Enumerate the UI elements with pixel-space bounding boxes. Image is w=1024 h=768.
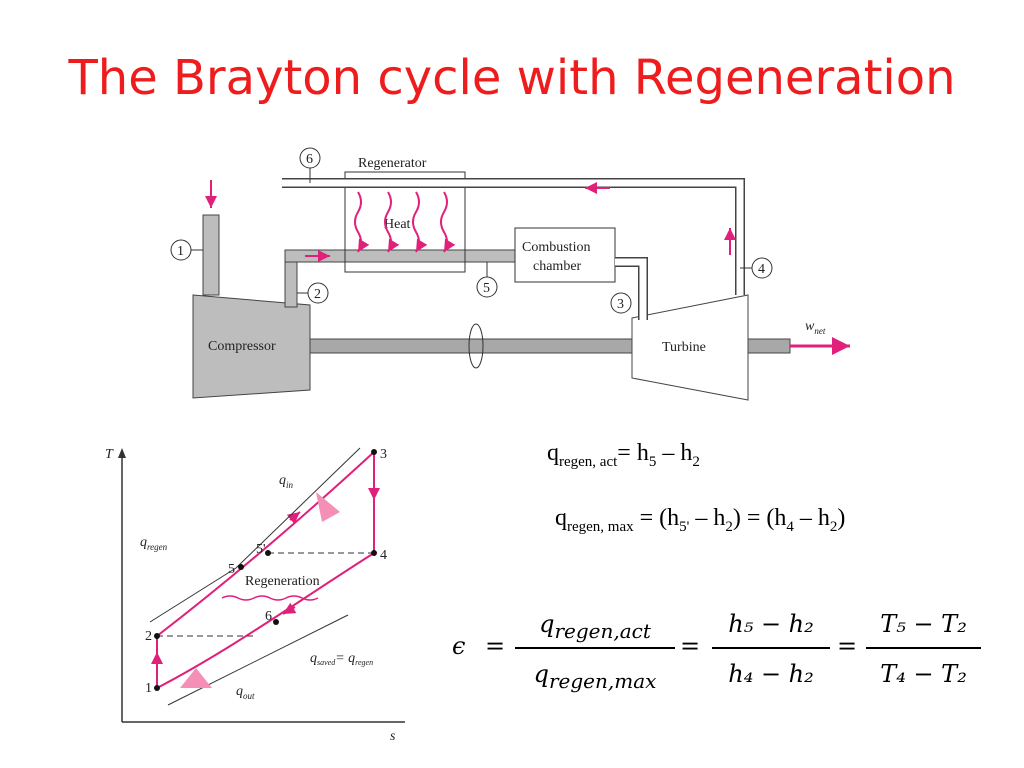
- axis-s-label: s: [390, 729, 396, 744]
- state-marker-4: 4: [740, 257, 773, 279]
- svg-text:2: 2: [314, 287, 321, 302]
- point-3-label: 3: [380, 447, 387, 462]
- equals-3: =: [837, 632, 858, 660]
- axis-t-label: T: [105, 447, 114, 462]
- frac2-bar: [712, 647, 830, 649]
- compressor-label: Compressor: [208, 339, 276, 354]
- point-5prime-label: 5': [256, 542, 266, 557]
- regenerator-label: Regenerator: [358, 156, 427, 171]
- combustion-label-1: Combustion: [522, 240, 590, 255]
- frac1-numerator: qregen,act: [539, 610, 651, 643]
- equals-2: =: [680, 632, 701, 660]
- frac3-numerator: T₅ − T₂: [880, 610, 967, 638]
- combustion-label-2: chamber: [533, 259, 582, 274]
- point-1-label: 1: [145, 681, 152, 696]
- point-2-label: 2: [145, 629, 152, 644]
- point-4-label: 4: [380, 548, 387, 563]
- frac2-numerator: h₅ − h₂: [728, 610, 814, 638]
- eq-regen-max: qregen, max = (h5' – h2) = (h4 – h2): [555, 505, 846, 535]
- frac3-bar: [866, 647, 981, 649]
- svg-text:1: 1: [177, 244, 184, 259]
- regeneration-label: Regeneration: [245, 574, 320, 589]
- state-marker-6: 6: [299, 147, 321, 183]
- point-5-label: 5: [228, 562, 235, 577]
- combustion-chamber: [514, 227, 616, 283]
- page-title: The Brayton cycle with Regeneration: [68, 50, 956, 106]
- point-6-label: 6: [265, 609, 272, 624]
- inlet-duct: [202, 214, 220, 296]
- compressor: [192, 294, 311, 399]
- state-marker-2: 2: [297, 282, 329, 304]
- q-out-label: qout: [236, 684, 255, 701]
- regenerator: [344, 171, 466, 273]
- svg-text:4: 4: [758, 262, 765, 277]
- frac1-bar: [515, 647, 675, 649]
- svg-text:6: 6: [306, 152, 313, 167]
- svg-text:3: 3: [617, 297, 624, 312]
- frac1-denominator: qregen,max: [533, 660, 657, 693]
- equals-1: =: [485, 632, 506, 660]
- shaft-rotation-icon: [468, 323, 484, 369]
- q-in-label: qin: [279, 473, 294, 490]
- heat-label: Heat: [384, 217, 411, 232]
- state-marker-1: 1: [170, 239, 203, 261]
- state-marker-5: 5: [476, 262, 498, 298]
- frac2-denominator: h₄ − h₂: [728, 660, 814, 688]
- epsilon-symbol: ϵ: [452, 632, 466, 660]
- state-marker-3: 3: [610, 292, 632, 314]
- q-regen-label: qregen: [140, 535, 168, 552]
- turbine: [631, 294, 749, 401]
- w-net-label: wnet: [805, 319, 826, 336]
- eq-regen-act: qregen, act= h5 – h2: [547, 440, 700, 470]
- svg-text:5: 5: [483, 281, 490, 296]
- ts-diagram: T s 1 2 3 4 5 5' 6: [105, 447, 405, 744]
- frac3-denominator: T₄ − T₂: [880, 660, 967, 688]
- q-saved-label: qsaved= qregen: [310, 651, 373, 667]
- turbine-label: Turbine: [662, 340, 706, 355]
